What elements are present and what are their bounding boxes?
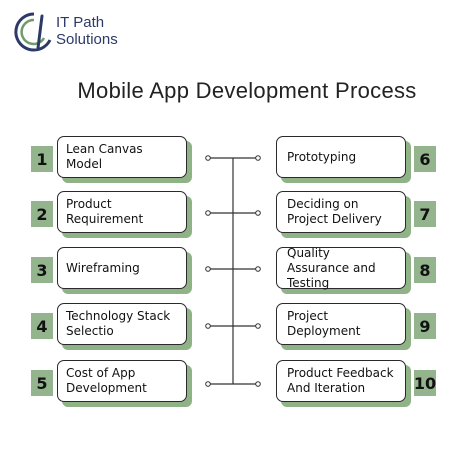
brand-name: IT Path Solutions	[56, 14, 118, 48]
step-number-badge: 2	[31, 201, 53, 227]
step-label: Prototyping	[276, 136, 406, 178]
step-label: Deciding on Project Delivery	[276, 191, 406, 233]
brand-name-line1: IT Path	[56, 14, 105, 31]
brand-name-line2: Solutions	[56, 31, 118, 48]
step-label: Cost of App Development	[57, 360, 187, 402]
step-connectors	[205, 155, 261, 387]
page-title: Mobile App Development Process	[77, 78, 417, 103]
step-number-badge: 6	[414, 146, 436, 172]
step-number-badge: 10	[414, 370, 436, 396]
step-label: Lean Canvas Model	[57, 136, 187, 178]
step-number-badge: 1	[31, 146, 53, 172]
step-label: Quality Assurance and Testing	[276, 246, 406, 290]
step-number-badge: 4	[31, 313, 53, 339]
step-number-badge: 7	[414, 201, 436, 227]
logo-mark-icon	[14, 12, 52, 52]
step-number-badge: 8	[414, 257, 436, 283]
step-label: Technology Stack Selectio	[57, 303, 187, 345]
step-label: Project Deployment	[276, 303, 406, 345]
step-label: Wireframing	[57, 247, 187, 289]
brand-logo: IT Path Solutions	[12, 10, 162, 54]
step-label: Product Feedback And Iteration	[276, 360, 406, 402]
step-number-badge: 5	[31, 370, 53, 396]
step-label: Product Requirement	[57, 191, 187, 233]
step-number-badge: 9	[414, 313, 436, 339]
step-number-badge: 3	[31, 257, 53, 283]
